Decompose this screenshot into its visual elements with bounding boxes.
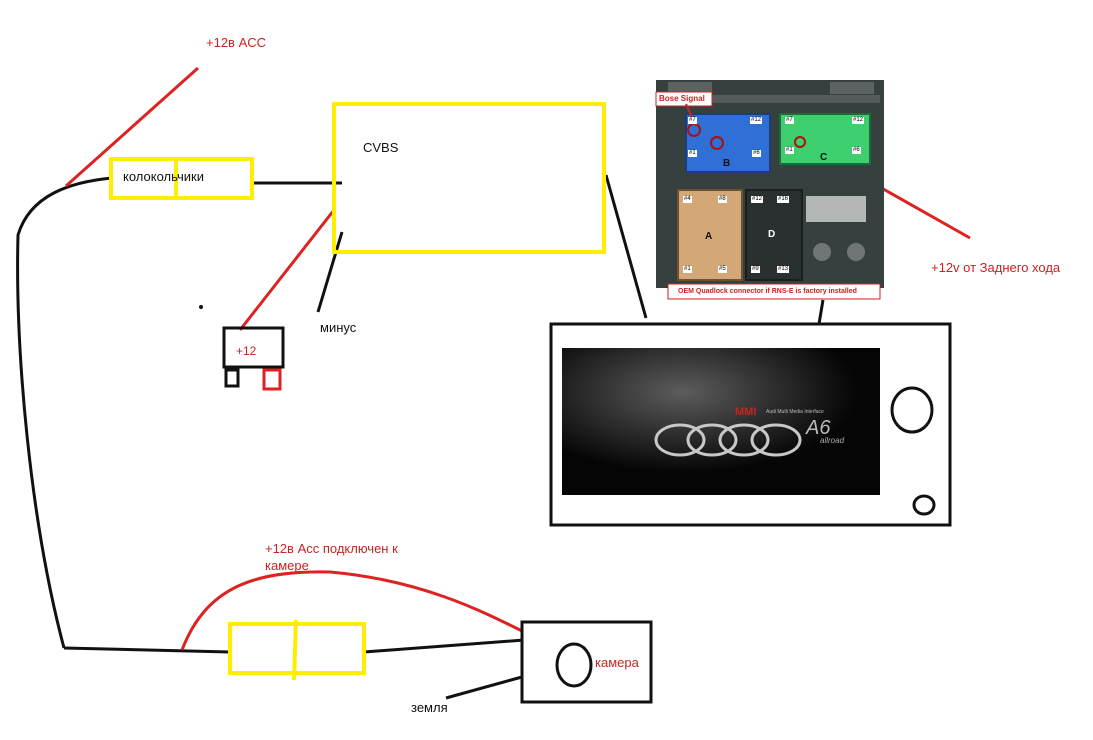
- block-d: [745, 189, 803, 281]
- pin-a-5: #5: [718, 266, 727, 273]
- cvbs-label: CVBS: [363, 140, 399, 155]
- knob-small: [912, 494, 936, 516]
- model-name: A6: [806, 417, 831, 439]
- quadlock-connector: [655, 80, 884, 300]
- head-unit-screen: [562, 348, 880, 495]
- pin-a-8: #8: [718, 196, 727, 203]
- pin-c-12: #12: [852, 117, 865, 124]
- block-a: [677, 189, 743, 281]
- wire-fuse-to-camera: [363, 638, 525, 654]
- camera-label: камера: [595, 655, 639, 670]
- bells-fuse: [109, 157, 254, 200]
- mmi-brand: MMI: [735, 406, 757, 418]
- block-b-label: B: [723, 158, 731, 169]
- ground-label: земля: [411, 700, 448, 715]
- pin-b-6: #6: [752, 150, 761, 157]
- camera-lens: [555, 642, 593, 688]
- pin-a-4: #4: [683, 196, 692, 203]
- audi-rings-logo: [654, 423, 802, 457]
- pin-b-12: #12: [750, 117, 763, 124]
- stray-dot: [199, 305, 203, 309]
- reverse-label: +12v от Заднего хода: [931, 260, 1061, 275]
- acc-top-label: +12в ACC: [206, 35, 267, 50]
- block-a-label: A: [705, 231, 713, 242]
- block-c-label: C: [820, 152, 828, 163]
- block-d-label: D: [768, 229, 776, 240]
- pin-b-1: #1: [688, 150, 697, 157]
- pin-d-13: #13: [777, 266, 790, 273]
- pin-c-6: #6: [852, 147, 861, 154]
- camera-box: [520, 620, 653, 704]
- pin-a-1: #1: [683, 266, 692, 273]
- acc-camera-label-2: камере: [265, 558, 309, 573]
- pin-d-9: #9: [751, 266, 760, 273]
- wire-acc-camera: [180, 570, 525, 651]
- acc-camera-label-1: +12в Асс подключен к: [265, 541, 398, 556]
- bells-label: колокольчики: [123, 169, 204, 184]
- bose-signal-label: Bose Signal: [659, 94, 705, 103]
- minus-label: минус: [320, 320, 357, 335]
- plus12-label: +12: [236, 344, 257, 358]
- wire-plus12-to-cvbs: [238, 209, 336, 331]
- model-sub: allroad: [820, 436, 845, 445]
- pin-d-12: #12: [751, 196, 764, 203]
- wire-ground-camera: [445, 675, 523, 700]
- quadlock-caption: OEM Quadlock connector if RNS-E is facto…: [678, 288, 857, 295]
- camera-fuse-divider: [292, 619, 298, 681]
- pin-c-7: #7: [785, 117, 794, 124]
- wire-acc-top: [65, 66, 199, 188]
- pin-c-1: #1: [785, 147, 794, 154]
- mmi-brand-sub: Audi Multi Media Interface: [766, 409, 824, 415]
- pin-b-7: #7: [688, 117, 697, 124]
- plus12-block: [222, 326, 285, 369]
- knob-large: [890, 386, 934, 434]
- plus12-pin-red: [262, 368, 282, 391]
- cvbs-module: [332, 102, 606, 254]
- ground-wire-left: [16, 176, 113, 649]
- wire-cvbs-to-unit: [604, 174, 648, 319]
- wire-minus: [316, 231, 344, 313]
- wire-bottom-left: [63, 646, 231, 654]
- plus12-pin-black: [224, 368, 240, 388]
- pin-d-16: #16: [777, 196, 790, 203]
